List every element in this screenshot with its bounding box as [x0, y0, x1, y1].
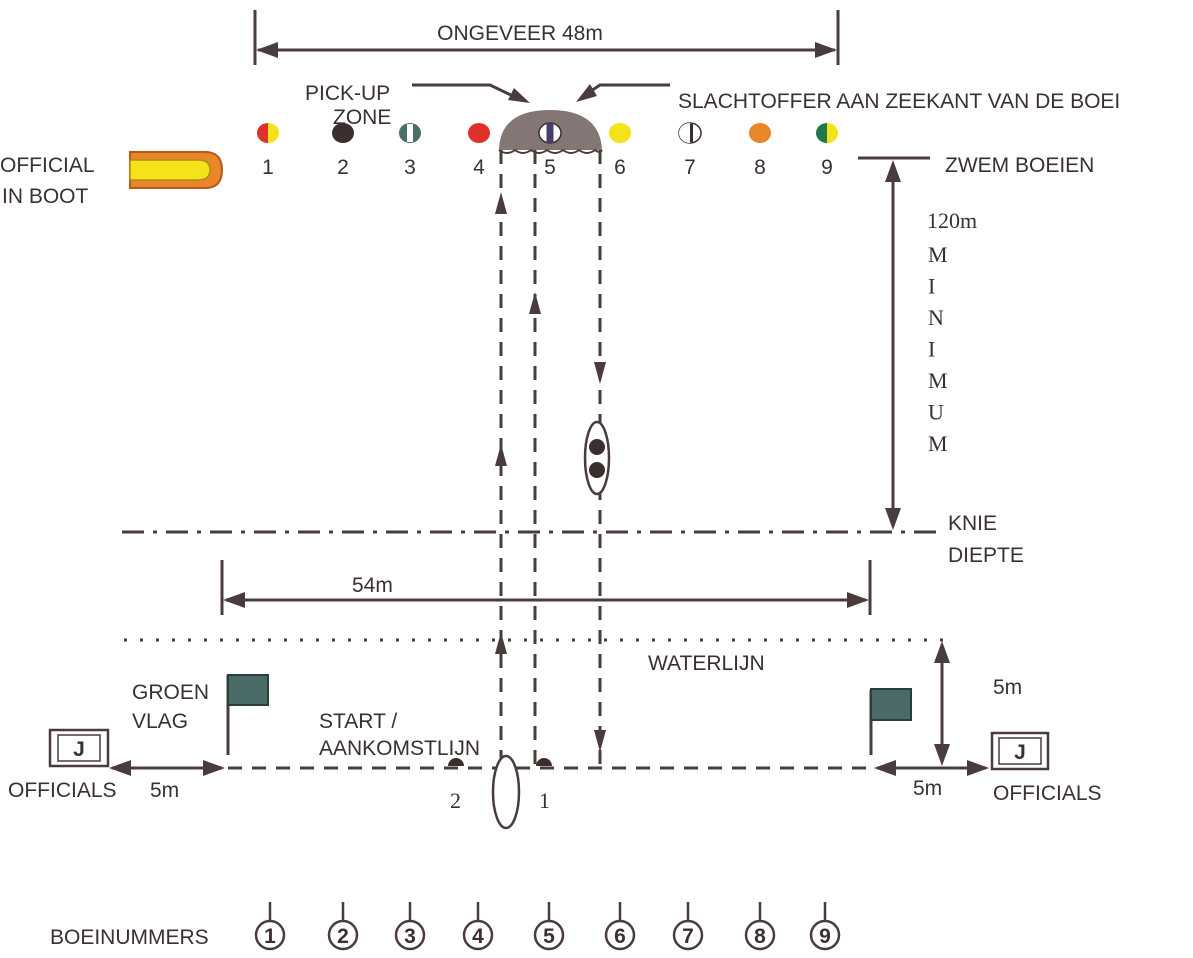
depth-label: 120m — [927, 208, 977, 233]
right-officials-label: OFFICIALS — [993, 782, 1102, 805]
swim-buoys: 1 2 3 4 5 6 7 8 9 — [257, 122, 838, 179]
swim-buoy-7: 7 — [678, 122, 702, 179]
buoy-number-row: 1 2 3 4 5 6 7 8 9 — [254, 902, 841, 951]
buoy-number-marker-4: 4 — [462, 902, 494, 951]
victim-note-label: SLACHTOFFER AAN ZEEKANT VAN DE BOEI — [678, 90, 1120, 113]
start-finish-line2: AANKOMSTLIJN — [319, 737, 480, 760]
buoy-number-text: 7 — [682, 925, 694, 948]
buoy-number-text: 1 — [264, 925, 276, 948]
buoy-number-marker-6: 6 — [604, 902, 636, 951]
swim-buoy-8: 8 — [749, 123, 771, 179]
buoy-number-text: 4 — [472, 925, 484, 948]
swim-buoy-6: 6 — [609, 123, 631, 179]
green-flag-line2: VLAG — [132, 710, 188, 733]
top-width-label: ONGEVEER 48m — [437, 22, 603, 45]
swim-buoys-label: ZWEM BOEIEN — [945, 154, 1094, 177]
buoy-number-text: 5 — [543, 925, 555, 948]
swim-buoy-number: 3 — [404, 156, 416, 179]
minimum-letter: M — [928, 431, 948, 456]
minimum-letter: I — [928, 337, 935, 362]
buoy-number-text: 8 — [754, 925, 766, 948]
swim-buoy-number: 5 — [544, 156, 556, 179]
left-officials: J OFFICIALS 5m — [8, 728, 225, 802]
swim-buoy-number: 8 — [754, 156, 766, 179]
buoy-number-marker-1: 1 — [254, 902, 286, 951]
swim-buoy-9: 9 — [816, 123, 838, 179]
minimum-letter: I — [928, 274, 935, 299]
green-flag-right — [869, 688, 912, 755]
right-5m-vertical: 5m — [934, 641, 1022, 766]
swim-buoy-3: 3 — [399, 123, 421, 179]
swim-buoy-number: 2 — [337, 156, 349, 179]
competitor-1-label: 1 — [539, 788, 550, 813]
competitor-2-label: 2 — [450, 788, 461, 813]
swim-buoy-4: 4 — [468, 123, 490, 179]
waterline-label: WATERLIJN — [648, 652, 765, 675]
buoy-numbers-label: BOEINUMMERS — [50, 926, 209, 949]
swim-buoy-5: 5 — [538, 122, 562, 179]
minimum-letter: N — [928, 305, 944, 330]
buoy-number-marker-2: 2 — [327, 902, 359, 951]
swim-buoy-number: 6 — [614, 156, 626, 179]
buoy-number-marker-9: 9 — [809, 902, 841, 951]
swim-buoy-number: 7 — [684, 156, 696, 179]
minimum-letter: M — [928, 242, 948, 267]
knee-depth-line1: KNIE — [948, 512, 997, 535]
green-flag-left: GROEN VLAG — [132, 674, 269, 755]
victim-note: SLACHTOFFER AAN ZEEKANT VAN DE BOEI — [576, 83, 1120, 113]
buoy-number-marker-5: 5 — [533, 902, 565, 951]
buoy-number-text: 3 — [404, 925, 416, 948]
pickup-zone: PICK-UP ZONE — [305, 82, 530, 129]
buoy-number-text: 6 — [614, 925, 626, 948]
pickup-zone-line2: ZONE — [333, 106, 391, 129]
width-54-dimension: 54m — [220, 560, 872, 615]
official-boat: OFFICIAL IN BOOT — [0, 151, 224, 208]
pickup-zone-line1: PICK-UP — [305, 82, 390, 105]
right-5m-vertical-label: 5m — [993, 676, 1022, 699]
buoy-number-marker-7: 7 — [672, 902, 704, 951]
official-boat-line2: IN BOOT — [2, 185, 89, 208]
green-flag-line1: GROEN — [132, 681, 209, 704]
start-finish-line1: START / — [319, 710, 397, 733]
minimum-letter: M — [928, 368, 948, 393]
swim-paths — [495, 150, 606, 768]
buoy-number-marker-8: 8 — [744, 902, 776, 951]
buoy-number-text: 9 — [819, 925, 831, 948]
towed-victim — [583, 420, 611, 496]
swim-buoy-1: 1 — [257, 123, 279, 179]
right-officials-distance: 5m — [913, 777, 942, 800]
minimum-letter: U — [928, 400, 944, 425]
knee-depth-line2: DIEPTE — [948, 544, 1024, 567]
right-officials-badge: J — [1014, 741, 1026, 764]
left-officials-distance: 5m — [150, 779, 179, 802]
swim-buoy-number: 9 — [821, 156, 833, 179]
left-officials-label: OFFICIALS — [8, 779, 117, 802]
buoy-number-text: 2 — [337, 925, 349, 948]
right-officials: J OFFICIALS 5m — [874, 731, 1102, 805]
swim-buoy-number: 4 — [473, 156, 485, 179]
swim-buoy-number: 1 — [262, 156, 274, 179]
competitors: 2 1 — [448, 754, 552, 830]
width-54-label: 54m — [352, 574, 393, 597]
left-officials-badge: J — [73, 738, 85, 761]
top-width-dimension: ONGEVEER 48m — [253, 10, 840, 65]
buoy-number-marker-3: 3 — [394, 902, 426, 951]
swim-buoy-2: 2 — [332, 123, 354, 179]
official-boat-line1: OFFICIAL — [0, 154, 95, 177]
